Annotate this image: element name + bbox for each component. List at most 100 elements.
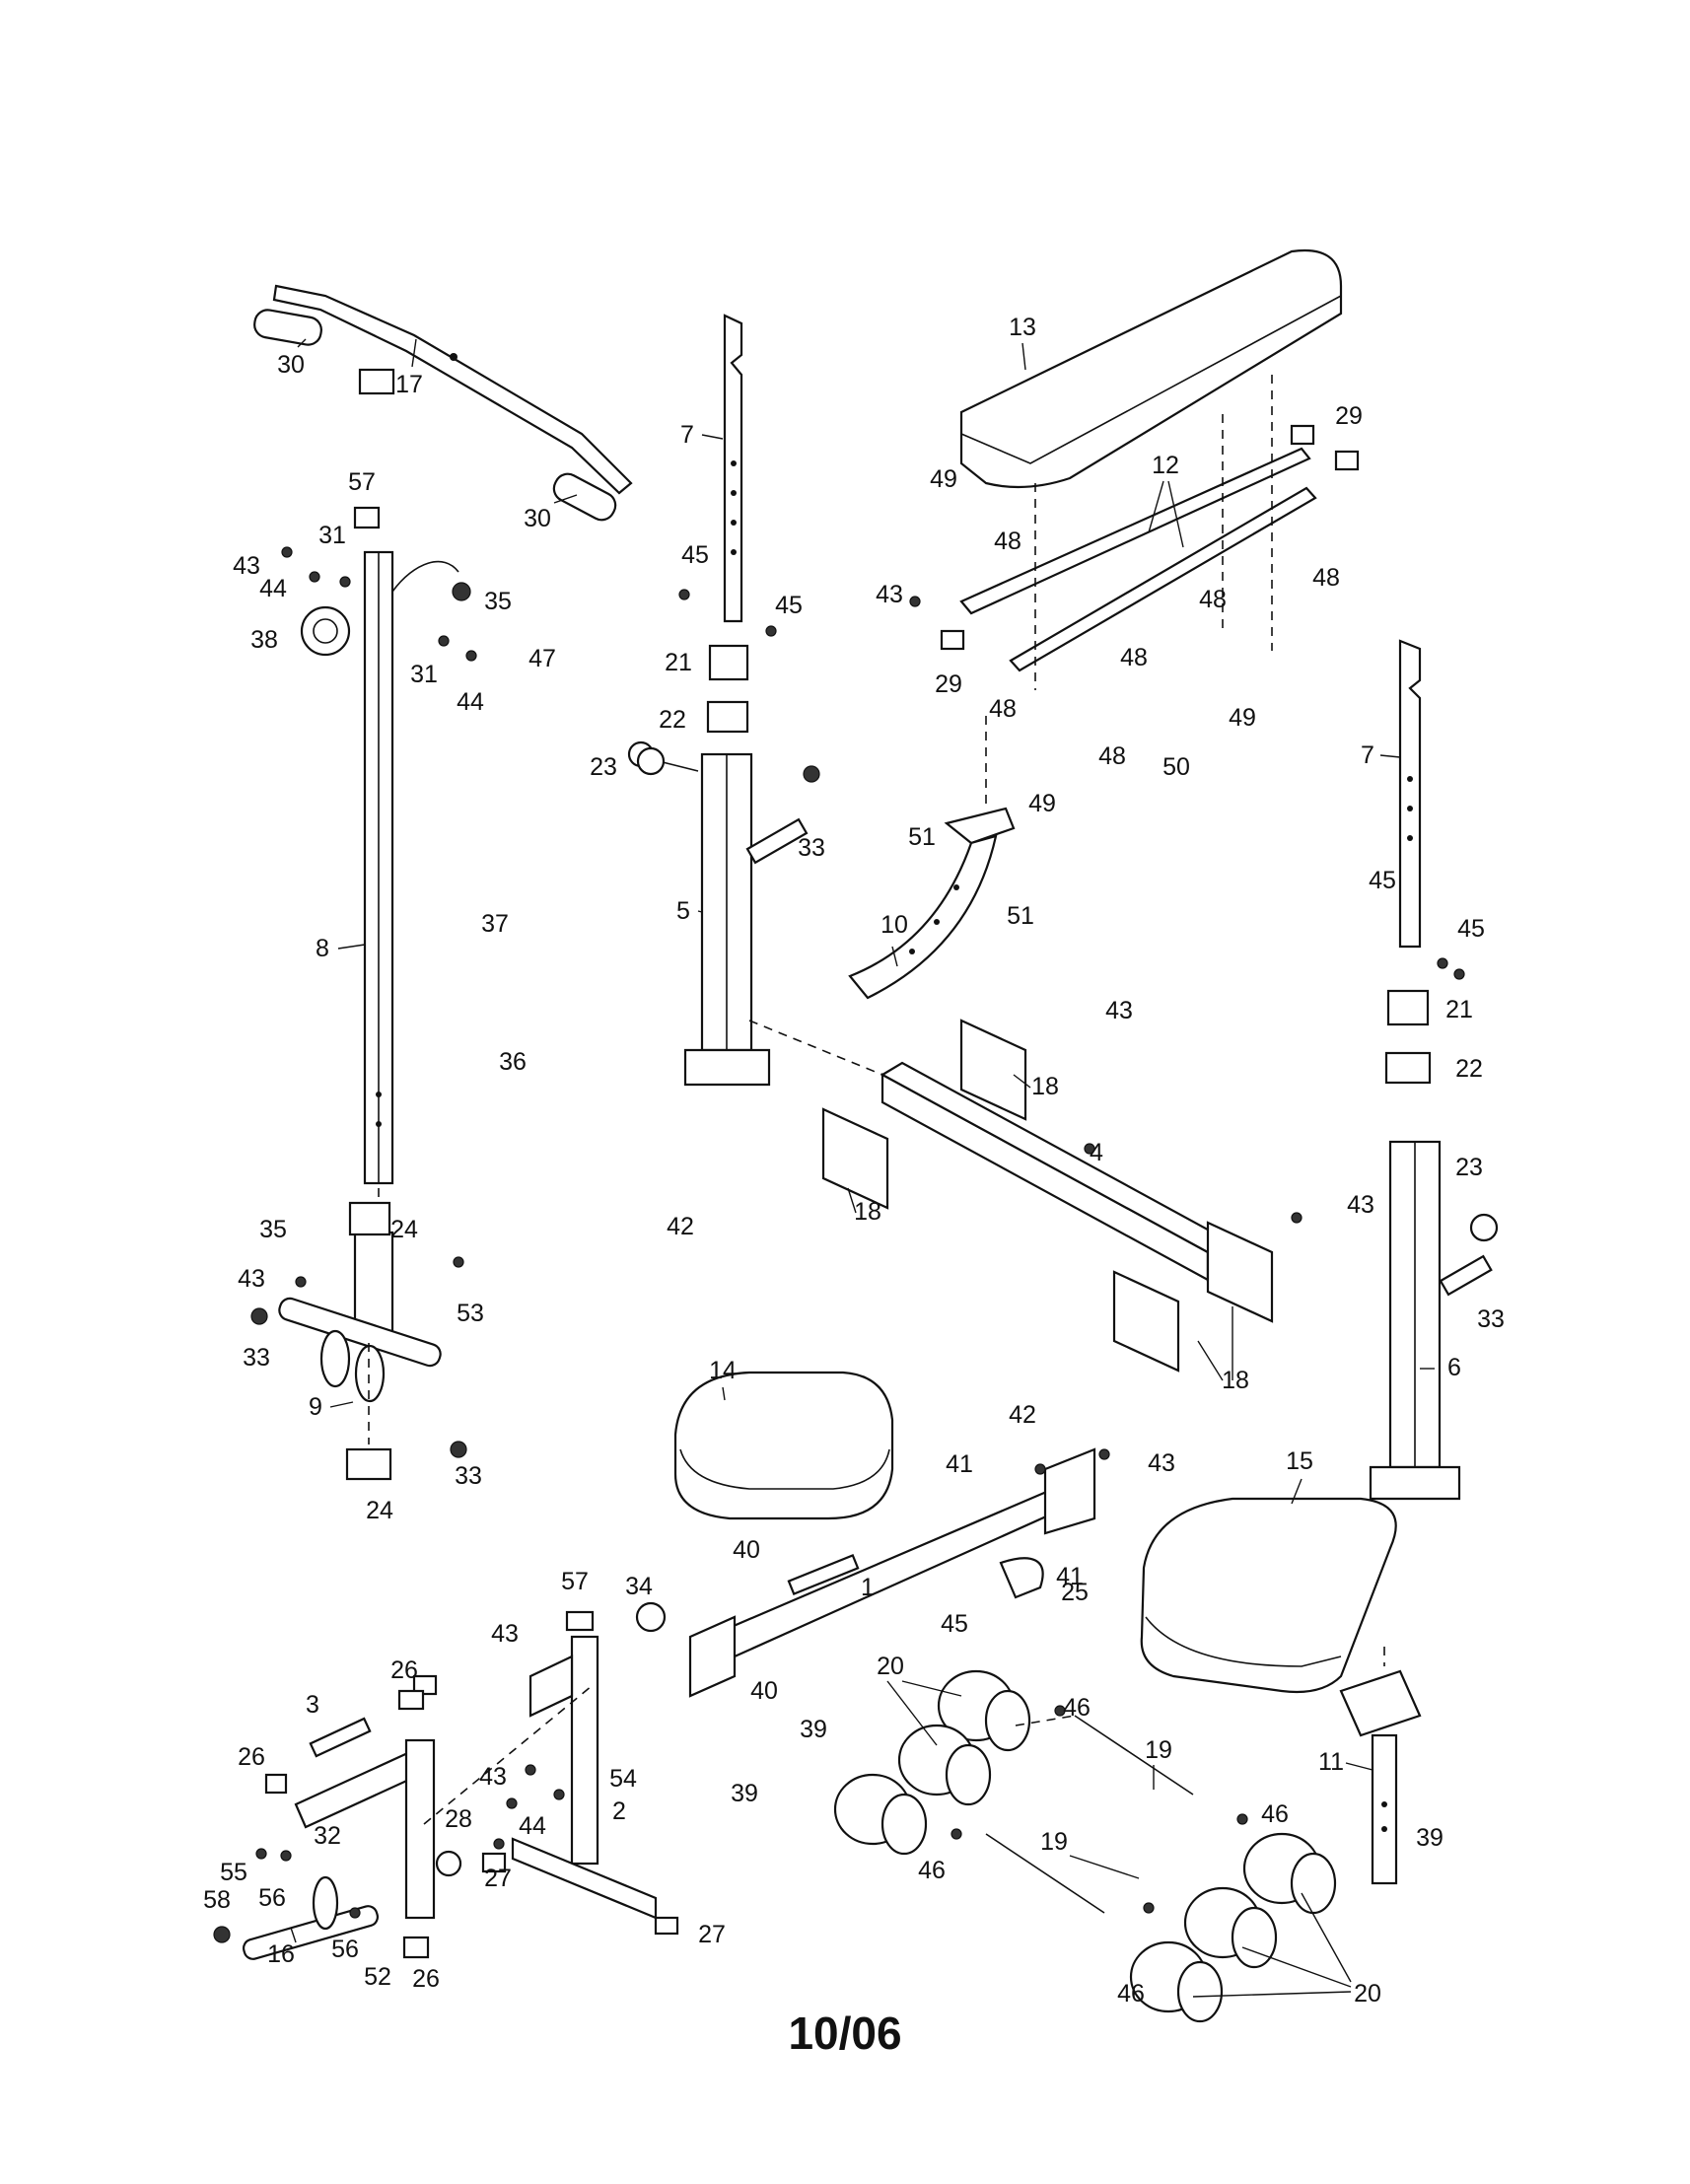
label-49-b: 49 bbox=[1229, 704, 1256, 732]
label-30-a: 30 bbox=[277, 351, 305, 379]
left-upright bbox=[627, 314, 809, 1087]
label-29-a: 29 bbox=[1335, 402, 1363, 430]
label-56-b: 56 bbox=[331, 1936, 359, 1963]
label-49-c: 49 bbox=[1028, 790, 1056, 817]
leg-pad bbox=[1140, 1497, 1397, 1694]
label-55: 55 bbox=[220, 1859, 247, 1886]
front-leg bbox=[511, 1635, 658, 1920]
label-26-b: 26 bbox=[238, 1743, 265, 1771]
label-48-d: 48 bbox=[1120, 644, 1148, 671]
label-45-b: 45 bbox=[775, 592, 803, 619]
label-46-b: 46 bbox=[1261, 1800, 1289, 1828]
label-44-c: 44 bbox=[519, 1812, 546, 1840]
hardware bbox=[213, 368, 1465, 1959]
label-48-f: 48 bbox=[1098, 742, 1126, 770]
label-11: 11 bbox=[1318, 1748, 1344, 1776]
label-27-a: 27 bbox=[484, 1865, 512, 1892]
label-34: 34 bbox=[625, 1573, 653, 1600]
label-39-a: 39 bbox=[800, 1716, 827, 1743]
label-19-a: 19 bbox=[1145, 1736, 1172, 1764]
label-46-a: 46 bbox=[1063, 1694, 1091, 1722]
label-42-b: 42 bbox=[1009, 1401, 1036, 1429]
label-14: 14 bbox=[709, 1357, 737, 1384]
label-57-b: 57 bbox=[561, 1568, 589, 1595]
label-13: 13 bbox=[1009, 314, 1036, 341]
label-26-c: 26 bbox=[412, 1965, 440, 1993]
label-32: 32 bbox=[314, 1822, 341, 1850]
label-41-a: 41 bbox=[946, 1450, 973, 1478]
label-58: 58 bbox=[203, 1886, 231, 1914]
label-20-b: 20 bbox=[1354, 1980, 1381, 2008]
label-25: 25 bbox=[1061, 1579, 1089, 1606]
label-46-d: 46 bbox=[1117, 1980, 1145, 2008]
label-47: 47 bbox=[528, 645, 556, 672]
part-labels: 1 2 3 4 5 6 7 7 8 9 10 11 12 13 14 15 16… bbox=[203, 314, 1505, 2008]
label-3: 3 bbox=[306, 1691, 319, 1719]
label-16: 16 bbox=[267, 1940, 295, 1968]
label-24-bottom: 24 bbox=[366, 1497, 393, 1524]
label-39-b: 39 bbox=[731, 1780, 758, 1807]
label-8: 8 bbox=[316, 935, 329, 962]
seat-pad bbox=[673, 1371, 894, 1520]
label-20-a: 20 bbox=[877, 1653, 904, 1680]
label-57-a: 57 bbox=[348, 468, 376, 496]
label-48-e: 48 bbox=[989, 695, 1017, 723]
label-27-b: 27 bbox=[698, 1921, 726, 1948]
label-12: 12 bbox=[1152, 452, 1179, 479]
label-26-a: 26 bbox=[390, 1656, 418, 1684]
label-41-b: 41 bbox=[1056, 1563, 1084, 1590]
label-48-a: 48 bbox=[994, 528, 1021, 555]
label-33-d: 33 bbox=[455, 1462, 482, 1490]
label-31-b: 31 bbox=[410, 661, 438, 688]
label-43-g: 43 bbox=[491, 1620, 519, 1648]
label-18-b: 18 bbox=[854, 1198, 881, 1226]
label-56-a: 56 bbox=[258, 1884, 286, 1912]
label-43-e: 43 bbox=[238, 1265, 265, 1293]
label-44-b: 44 bbox=[457, 688, 484, 716]
label-51-a: 51 bbox=[908, 823, 936, 851]
label-30-b: 30 bbox=[524, 505, 551, 532]
label-50: 50 bbox=[1162, 753, 1190, 781]
label-52: 52 bbox=[364, 1963, 391, 1991]
label-5: 5 bbox=[676, 897, 690, 925]
label-29-b: 29 bbox=[935, 670, 962, 698]
label-43-c: 43 bbox=[1105, 997, 1133, 1024]
label-48-c: 48 bbox=[1199, 586, 1227, 613]
label-43-a: 43 bbox=[233, 552, 260, 580]
label-43-h: 43 bbox=[479, 1763, 507, 1791]
label-49-a: 49 bbox=[930, 465, 957, 493]
label-7-left: 7 bbox=[680, 421, 694, 449]
label-48-b: 48 bbox=[1312, 564, 1340, 592]
label-42-a: 42 bbox=[667, 1213, 694, 1240]
leg-lever bbox=[1339, 1647, 1422, 1885]
front-frame bbox=[242, 1685, 593, 1960]
label-43-f: 43 bbox=[1148, 1449, 1175, 1477]
label-23-right: 23 bbox=[1455, 1154, 1483, 1181]
label-22-left: 22 bbox=[659, 706, 686, 734]
label-28: 28 bbox=[445, 1805, 472, 1833]
label-33-b: 33 bbox=[1477, 1305, 1505, 1333]
label-43-d: 43 bbox=[1347, 1191, 1374, 1219]
back-pad bbox=[940, 248, 1360, 690]
label-21-right: 21 bbox=[1445, 996, 1473, 1023]
label-45-e: 45 bbox=[941, 1610, 968, 1638]
label-43-b: 43 bbox=[876, 581, 903, 608]
weight-post bbox=[278, 1201, 442, 1481]
label-7-right: 7 bbox=[1361, 741, 1374, 769]
label-18-c: 18 bbox=[1222, 1367, 1249, 1394]
label-22-right: 22 bbox=[1455, 1055, 1483, 1083]
label-17: 17 bbox=[395, 371, 423, 398]
label-53: 53 bbox=[457, 1300, 484, 1327]
label-1: 1 bbox=[861, 1574, 875, 1601]
label-15: 15 bbox=[1286, 1447, 1313, 1475]
adjuster-bracket bbox=[848, 710, 1016, 1000]
label-51-b: 51 bbox=[1007, 902, 1034, 930]
label-45-a: 45 bbox=[681, 541, 709, 569]
lat-bar bbox=[253, 284, 633, 522]
label-45-c: 45 bbox=[1369, 867, 1396, 894]
label-39-c: 39 bbox=[1416, 1824, 1444, 1852]
label-33-a: 33 bbox=[798, 834, 825, 862]
leader-lines bbox=[290, 338, 1435, 1998]
label-21-left: 21 bbox=[665, 649, 692, 676]
